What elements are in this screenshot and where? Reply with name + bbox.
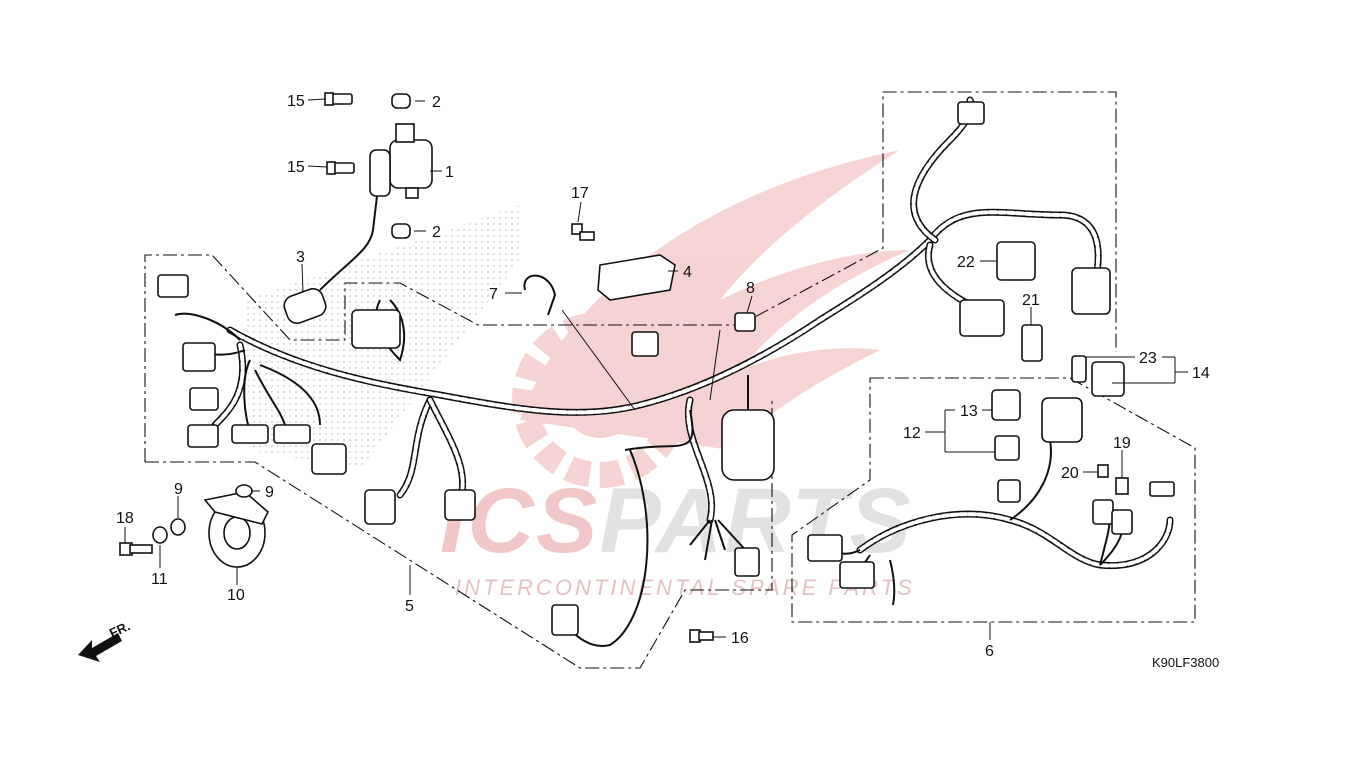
washer-9a [170, 518, 186, 536]
callout-2a: 2 [432, 94, 441, 111]
callout-15b: 15 [287, 159, 305, 176]
callout-3: 3 [296, 249, 305, 266]
connector-large [959, 299, 1005, 337]
callout-10: 10 [227, 587, 245, 604]
relay-13 [991, 389, 1021, 421]
drawing-code: K90LF3800 [1152, 655, 1219, 670]
bolt-15a [324, 92, 353, 106]
callout-7: 7 [489, 286, 498, 303]
watermark-tagline: INTERCONTINENTAL SPARE PARTS [455, 575, 915, 600]
group-outline-harness [144, 91, 1117, 462]
rubber-mount-2b [391, 223, 411, 239]
callout-23: 23 [1139, 350, 1157, 367]
callout-8: 8 [746, 280, 755, 297]
watermark-wing-logo [512, 150, 910, 488]
group-outline-sub-harness [791, 377, 1196, 623]
callout-18: 18 [116, 510, 134, 527]
bolt-18 [119, 542, 153, 556]
fuse-20 [1097, 464, 1109, 478]
leader-lines [124, 98, 1188, 640]
starter-relay [1041, 397, 1083, 443]
callout-15a: 15 [287, 93, 305, 110]
connector-8 [734, 312, 756, 332]
terminal [1149, 481, 1175, 497]
relay-cover [597, 254, 676, 301]
callout-4: 4 [683, 264, 692, 281]
relay-lower [994, 435, 1020, 461]
connector-side [1071, 267, 1111, 315]
callout-22: 22 [957, 254, 975, 271]
spark-plug-cap [283, 288, 327, 324]
rubber-mount-2a [391, 93, 411, 109]
callout-9b: 9 [265, 484, 274, 501]
fuse-box-14 [1091, 361, 1125, 397]
callout-11: 11 [151, 571, 168, 588]
main-wire-harness [174, 96, 1102, 647]
bolt-17 [571, 223, 595, 241]
watermark: ICSPARTS INTERCONTINENTAL SPARE PARTS [440, 150, 915, 600]
callout-20: 20 [1061, 465, 1079, 482]
horn [203, 491, 269, 568]
ignition-coil [319, 123, 433, 291]
callout-19: 19 [1113, 435, 1131, 452]
fuse-19 [1115, 477, 1129, 495]
fuse-holder-23 [1071, 355, 1087, 383]
callout-16: 16 [731, 630, 749, 647]
bolt-16 [689, 629, 714, 643]
sub-connectors [807, 479, 1133, 589]
connector-top [957, 101, 985, 125]
band-clip-7 [523, 274, 557, 316]
harness-connectors [157, 274, 760, 636]
callout-13: 13 [960, 403, 978, 420]
callout-6: 6 [985, 643, 994, 660]
callout-17: 17 [571, 185, 589, 202]
sub-wire-harness [829, 439, 1174, 606]
callout-5: 5 [405, 598, 414, 615]
direction-label: FR. [107, 618, 132, 640]
callout-2b: 2 [432, 224, 441, 241]
front-direction-arrow: FR. [78, 618, 132, 662]
connector-22 [996, 241, 1036, 281]
callout-1: 1 [445, 164, 454, 181]
callout-12: 12 [903, 425, 921, 442]
washer-9b [235, 484, 253, 498]
bolt-15b [326, 161, 355, 175]
callout-9a: 9 [174, 481, 183, 498]
connector-21 [1021, 324, 1043, 362]
condenser [721, 375, 775, 481]
group-outline-harness-lower [145, 400, 773, 669]
callout-21: 21 [1022, 292, 1040, 309]
washer-11 [152, 526, 168, 544]
callout-14: 14 [1192, 365, 1210, 382]
callout-numbers: 15 2 1 15 2 3 17 4 7 8 9 9 18 11 10 5 16… [116, 93, 1210, 660]
